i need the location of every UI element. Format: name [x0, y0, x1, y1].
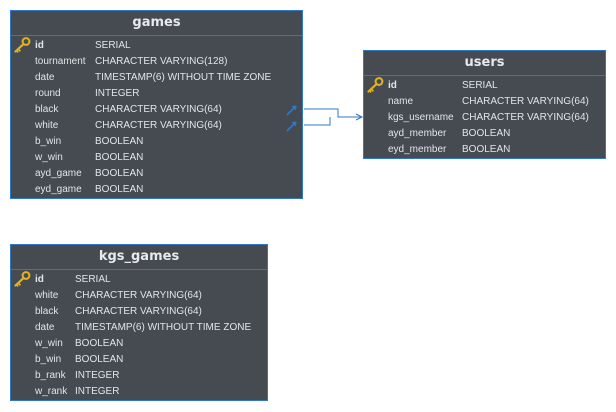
primary-key-icon	[366, 77, 384, 93]
column-name: ayd_member	[388, 128, 447, 139]
foreign-key-icon	[286, 120, 298, 132]
column-type: SERIAL	[462, 80, 498, 91]
column-name: b_win	[35, 354, 62, 365]
column-name: eyd_member	[388, 144, 447, 155]
column-row[interactable]: date TIMESTAMP(6) WITHOUT TIME ZONE	[11, 70, 302, 86]
column-name: tournament	[35, 56, 86, 67]
arrowhead-icon	[355, 113, 364, 121]
column-row[interactable]: eyd_member BOOLEAN	[364, 142, 605, 158]
column-row[interactable]: black CHARACTER VARYING(64)	[11, 304, 267, 320]
column-row[interactable]: w_rank INTEGER	[11, 384, 267, 400]
column-name: w_win	[35, 338, 63, 349]
column-row[interactable]: w_win BOOLEAN	[11, 336, 267, 352]
column-type: TIMESTAMP(6) WITHOUT TIME ZONE	[75, 322, 252, 333]
foreign-key-icon	[286, 104, 298, 116]
column-type: CHARACTER VARYING(64)	[462, 96, 589, 107]
column-type: CHARACTER VARYING(64)	[75, 306, 202, 317]
column-type: CHARACTER VARYING(64)	[75, 290, 202, 301]
column-row[interactable]: ayd_game BOOLEAN	[11, 166, 302, 182]
column-type: TIMESTAMP(6) WITHOUT TIME ZONE	[95, 72, 272, 83]
column-type: INTEGER	[95, 88, 140, 99]
column-row[interactable]: ayd_member BOOLEAN	[364, 126, 605, 142]
column-name: black	[35, 104, 59, 115]
column-name: date	[35, 72, 55, 83]
column-name: white	[35, 290, 59, 301]
relationship-line-white[interactable]	[304, 117, 331, 126]
column-type: BOOLEAN	[95, 152, 144, 163]
column-type: CHARACTER VARYING(64)	[95, 104, 222, 115]
column-row[interactable]: kgs_username CHARACTER VARYING(64)	[364, 110, 605, 126]
primary-key-icon	[13, 271, 31, 287]
table-columns: id SERIAL tournament CHARACTER VARYING(128)…	[11, 36, 302, 198]
column-name: id	[35, 274, 44, 285]
column-type: SERIAL	[75, 274, 111, 285]
table-title: users	[364, 51, 605, 76]
column-name: black	[35, 306, 59, 317]
column-row[interactable]: date TIMESTAMP(6) WITHOUT TIME ZONE	[11, 320, 267, 336]
primary-key-icon	[13, 37, 31, 53]
column-name: ayd_game	[35, 168, 82, 179]
column-type: BOOLEAN	[95, 184, 144, 195]
column-type: BOOLEAN	[95, 168, 144, 179]
column-name: date	[35, 322, 55, 333]
column-name: kgs_username	[388, 112, 454, 123]
column-name: name	[388, 96, 414, 107]
column-type: CHARACTER VARYING(64)	[462, 112, 589, 123]
column-row[interactable]: white CHARACTER VARYING(64)	[11, 288, 267, 304]
column-type: BOOLEAN	[462, 128, 511, 139]
column-name: white	[35, 120, 59, 131]
column-type: BOOLEAN	[75, 338, 124, 349]
column-type: CHARACTER VARYING(64)	[95, 120, 222, 131]
table-title: kgs_games	[11, 245, 267, 270]
column-name: b_rank	[35, 370, 66, 381]
column-row[interactable]: name CHARACTER VARYING(64)	[364, 94, 605, 110]
column-name: id	[388, 80, 397, 91]
column-type: INTEGER	[75, 386, 120, 397]
table-title: games	[11, 11, 302, 36]
column-name: b_win	[35, 136, 62, 147]
column-row[interactable]: tournament CHARACTER VARYING(128)	[11, 54, 302, 70]
column-row[interactable]: eyd_game BOOLEAN	[11, 182, 302, 198]
column-row[interactable]: b_rank INTEGER	[11, 368, 267, 384]
column-row[interactable]: b_win BOOLEAN	[11, 134, 302, 150]
column-type: BOOLEAN	[75, 354, 124, 365]
column-name: round	[35, 88, 61, 99]
column-row[interactable]: white CHARACTER VARYING(64)	[11, 118, 302, 134]
column-type: BOOLEAN	[95, 136, 144, 147]
column-row[interactable]: round INTEGER	[11, 86, 302, 102]
relationship-line-black[interactable]	[304, 108, 362, 118]
column-row[interactable]: b_win BOOLEAN	[11, 352, 267, 368]
column-name: eyd_game	[35, 184, 82, 195]
column-type: CHARACTER VARYING(128)	[95, 56, 228, 67]
column-row[interactable]: w_win BOOLEAN	[11, 150, 302, 166]
column-name: w_win	[35, 152, 63, 163]
column-row[interactable]: black CHARACTER VARYING(64)	[11, 102, 302, 118]
column-row[interactable]: id SERIAL	[364, 77, 605, 94]
column-row[interactable]: id SERIAL	[11, 37, 302, 54]
column-type: SERIAL	[95, 40, 131, 51]
column-type: BOOLEAN	[462, 144, 511, 155]
column-row[interactable]: id SERIAL	[11, 271, 267, 288]
column-name: w_rank	[35, 386, 68, 397]
column-type: INTEGER	[75, 370, 120, 381]
column-name: id	[35, 40, 44, 51]
